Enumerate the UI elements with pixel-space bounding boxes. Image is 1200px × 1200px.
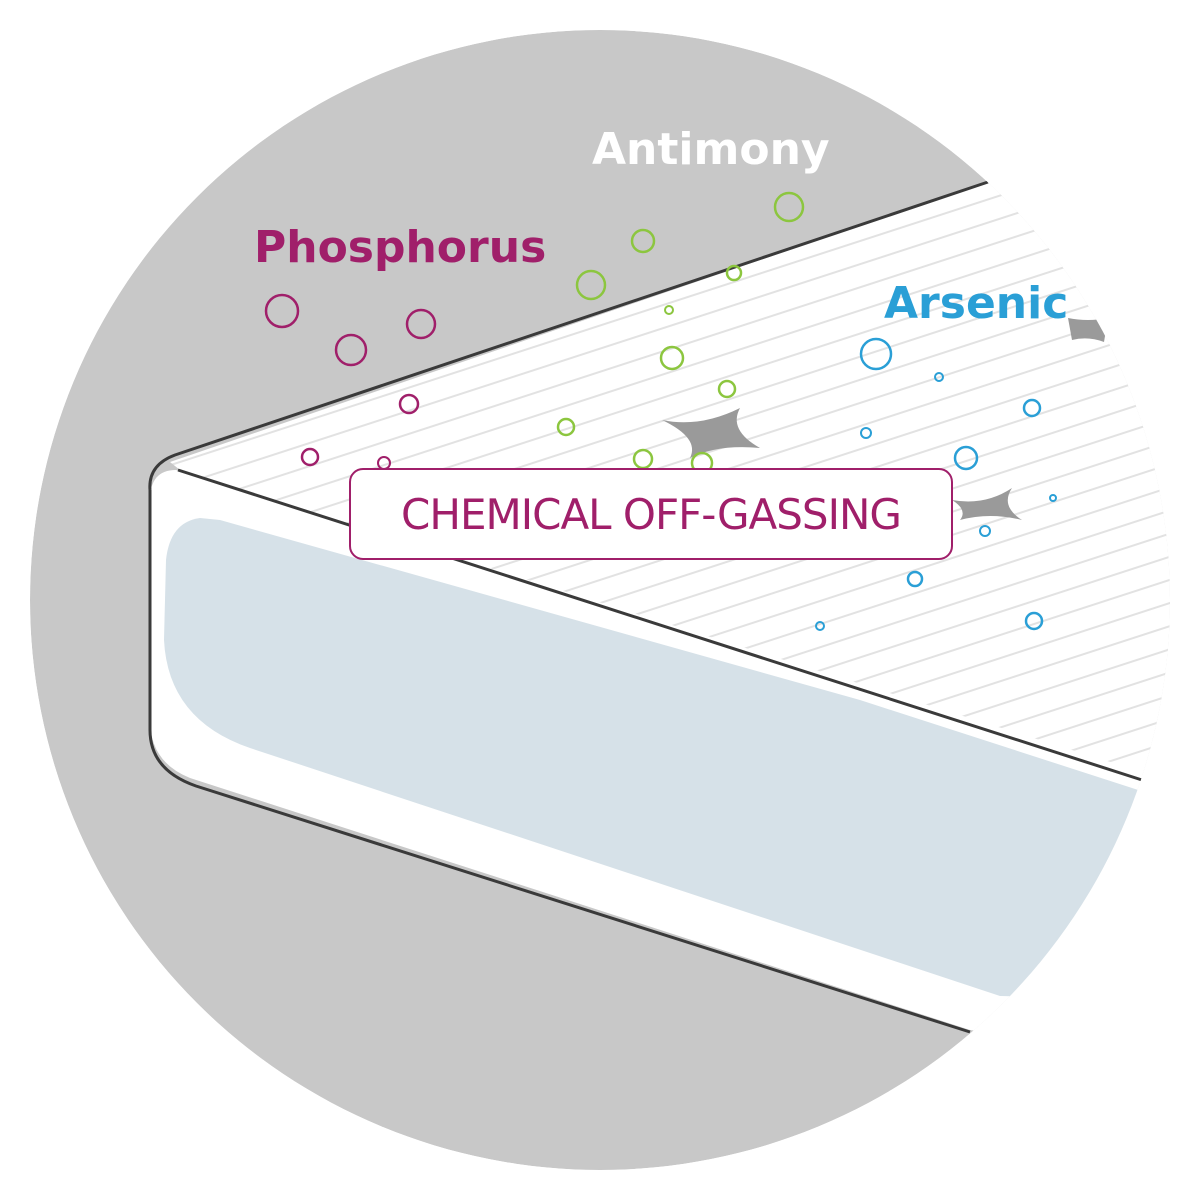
bubble-icon xyxy=(556,417,576,437)
bubble-icon xyxy=(1024,611,1044,631)
bubble-icon xyxy=(979,525,991,537)
bubble-icon xyxy=(398,393,420,415)
bubble-icon xyxy=(773,191,805,223)
bubble-icon xyxy=(860,427,872,439)
bubble-icon xyxy=(405,308,437,340)
mattress-top-edge xyxy=(148,180,989,491)
mattress-seam-line xyxy=(177,468,1143,782)
bubble-icon xyxy=(1049,494,1057,502)
bubble-icon xyxy=(859,337,893,371)
bubble-icon xyxy=(934,372,944,382)
callout-text: CHEMICAL OFF-GASSING xyxy=(401,489,902,539)
gas-bubbles xyxy=(264,191,1057,631)
circle-content xyxy=(30,30,1170,1170)
bubble-icon xyxy=(300,447,320,467)
antimony-label: Antimony xyxy=(592,124,830,175)
phosphorus-label: Phosphorus xyxy=(254,222,547,273)
bubble-icon xyxy=(717,379,737,399)
gas-wisp-icon xyxy=(662,408,760,458)
mattress-inner-core xyxy=(164,518,1170,1000)
chemical-off-gassing-callout: CHEMICAL OFF-GASSING xyxy=(349,468,953,560)
gas-wisp-icon xyxy=(952,488,1022,520)
bubble-icon xyxy=(664,305,674,315)
bubble-icon xyxy=(334,333,368,367)
arsenic-label: Arsenic xyxy=(884,278,1069,329)
bubble-icon xyxy=(575,269,607,301)
bubble-icon xyxy=(953,445,979,471)
bubble-icon xyxy=(630,228,656,254)
mattress-front-edge xyxy=(148,490,971,1034)
bubble-icon xyxy=(659,345,685,371)
bubble-icon xyxy=(725,264,743,282)
bubble-icon xyxy=(264,293,300,329)
bubble-icon xyxy=(815,621,825,631)
bubble-icon xyxy=(906,570,924,588)
gas-wisp-icon xyxy=(1068,318,1108,342)
bubble-icon xyxy=(1022,398,1042,418)
